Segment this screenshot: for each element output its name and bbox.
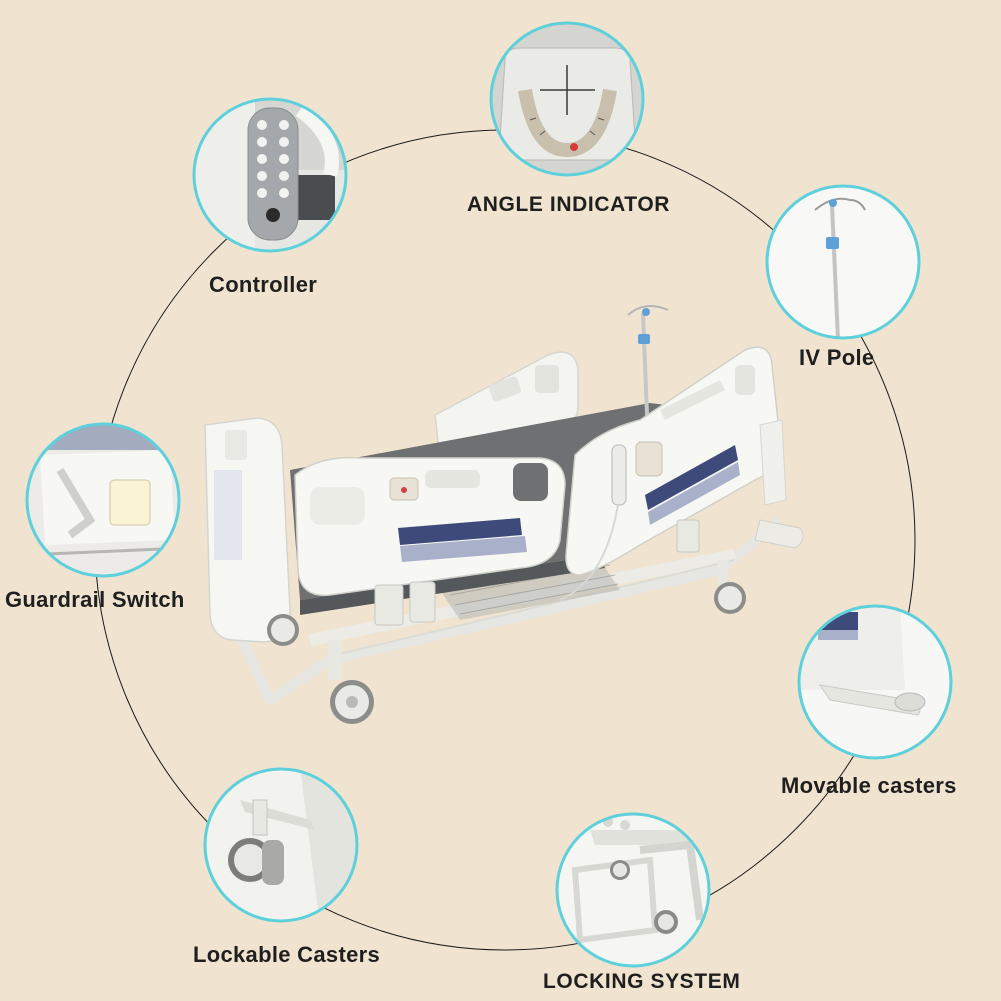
angle-indicator-detail-photo xyxy=(489,21,645,177)
angle-indicator-label: ANGLE INDICATOR xyxy=(467,193,671,216)
controller-label: Controller xyxy=(209,272,318,297)
controller-detail-photo xyxy=(192,97,348,253)
iv-pole-detail-photo xyxy=(765,184,921,340)
movable-casters-label: Movable casters xyxy=(781,773,957,798)
iv-pole-label: IV Pole xyxy=(799,345,875,370)
locking-system-detail-photo xyxy=(555,812,711,968)
lockable-casters-label: Lockable Casters xyxy=(193,942,380,967)
lockable-casters-detail-photo xyxy=(203,767,359,923)
guardrail-switch-label: Guardrail Switch xyxy=(5,587,185,612)
bed-caster-front-left xyxy=(328,640,374,724)
locking-system-label: LOCKING SYSTEM xyxy=(543,970,741,993)
hospital-bed-illustration xyxy=(204,305,804,724)
guardrail-switch-detail-photo xyxy=(25,422,181,578)
movable-casters-detail-photo xyxy=(797,604,953,760)
